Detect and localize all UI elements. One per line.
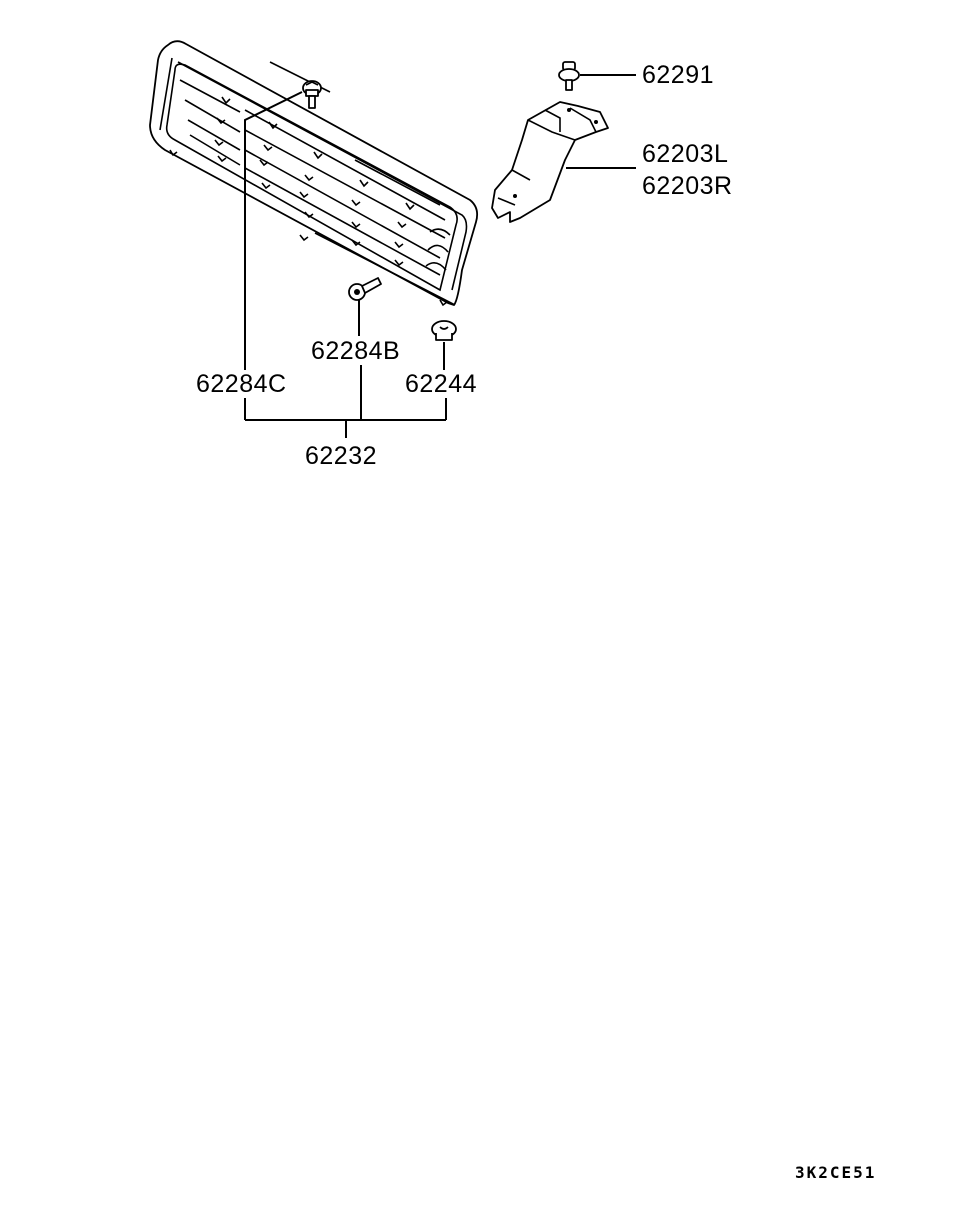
leader-lines — [244, 74, 636, 438]
screw-62284b-icon[interactable] — [348, 277, 382, 301]
screw-62291-icon[interactable] — [558, 61, 580, 91]
screw-62284c-icon[interactable] — [302, 80, 322, 109]
part-label-62244[interactable]: 62244 — [405, 370, 478, 398]
diagram-reference-code: 3K2CE51 — [795, 1163, 877, 1182]
part-label-62291[interactable]: 62291 — [642, 61, 715, 89]
part-label-62284c[interactable]: 62284C — [196, 370, 287, 398]
clip-62244-icon[interactable] — [431, 320, 457, 341]
part-label-62203l[interactable]: 62203L — [642, 140, 729, 168]
bracket-62203-icon[interactable] — [491, 101, 609, 223]
part-label-62232[interactable]: 62232 — [305, 442, 378, 470]
part-label-62284b[interactable]: 62284B — [311, 337, 401, 365]
part-label-62203r[interactable]: 62203R — [642, 172, 733, 200]
